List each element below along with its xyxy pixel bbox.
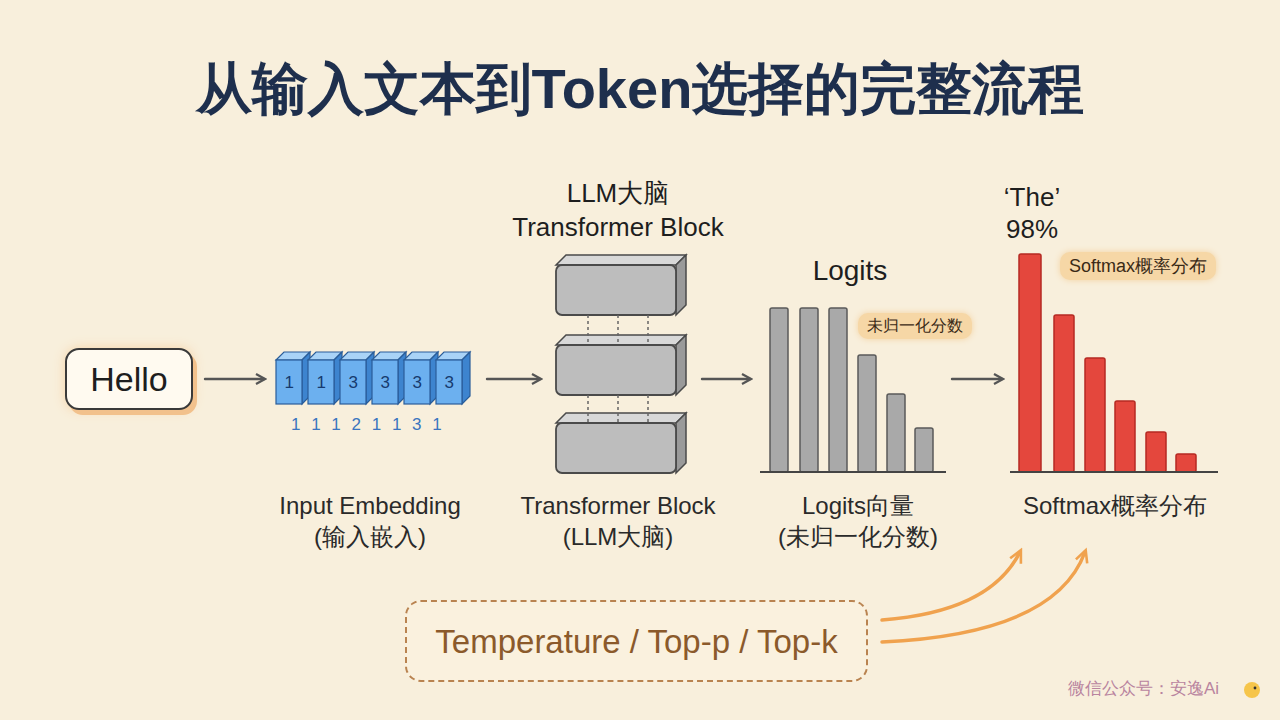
logits-stage: Logits未归一化分数Logits向量 (未归一化分数)	[760, 250, 940, 550]
token-id: 1	[317, 374, 326, 391]
transformer-layer	[556, 413, 686, 473]
node-text: Hello	[67, 350, 191, 408]
embedding-stage: Input Embedding (输入嵌入)	[270, 345, 475, 550]
node-text: Logits	[790, 254, 910, 288]
transformer-layer	[556, 335, 686, 395]
node-text: ‘The’ 98%	[996, 181, 1068, 245]
param-arrow	[882, 552, 1020, 620]
flow-arrow	[205, 378, 264, 380]
embedding-cube	[404, 352, 438, 404]
embedding-cube	[276, 352, 310, 404]
axis-line	[760, 471, 946, 473]
layer-link	[588, 315, 648, 423]
chick-icon	[1244, 682, 1260, 698]
token-id: 3	[445, 374, 454, 391]
sampling-params-box: Temperature / Top-p / Top-k	[405, 600, 868, 682]
transformer-stage: LLM大脑 Transformer BlockTransformer Block…	[548, 172, 688, 550]
flow-arrow	[702, 378, 750, 380]
node-text: Transformer Block (LLM大脑)	[504, 490, 732, 552]
chick-eye	[1254, 687, 1257, 690]
param-arrow	[882, 552, 1085, 642]
probability-bars	[1019, 254, 1196, 472]
input-text-box: Hello	[65, 348, 193, 410]
softmax-stage: ‘The’ 98%Softmax概率分布Softmax概率分布	[1010, 178, 1215, 550]
flow-arrow	[487, 378, 540, 380]
watermark: 微信公众号：安逸Ai	[1068, 680, 1219, 697]
axis-line	[1010, 471, 1218, 473]
token-ids-row: 1 1 1 2 1 1 3 1	[291, 416, 445, 433]
transformer-layer	[556, 255, 686, 315]
token-id: 3	[413, 374, 422, 391]
token-id: 3	[349, 374, 358, 391]
node-text: Temperature / Top-p / Top-k	[407, 602, 866, 680]
node-text: Softmax概率分布	[1000, 490, 1230, 521]
node-text: LLM大脑 Transformer Block	[504, 176, 732, 244]
node-text: Input Embedding (输入嵌入)	[270, 490, 470, 552]
embedding-cube	[308, 352, 342, 404]
flow-arrow	[952, 378, 1002, 380]
token-id: 3	[381, 374, 390, 391]
embedding-cube	[436, 352, 470, 404]
note-badge: Softmax概率分布	[1060, 252, 1216, 280]
embedding-cube	[372, 352, 406, 404]
node-text: Logits向量 (未归一化分数)	[758, 490, 958, 552]
diagram-title: 从输入文本到Token选择的完整流程	[0, 52, 1280, 128]
token-id: 1	[285, 374, 294, 391]
note-badge: 未归一化分数	[858, 313, 972, 339]
embedding-cube	[340, 352, 374, 404]
